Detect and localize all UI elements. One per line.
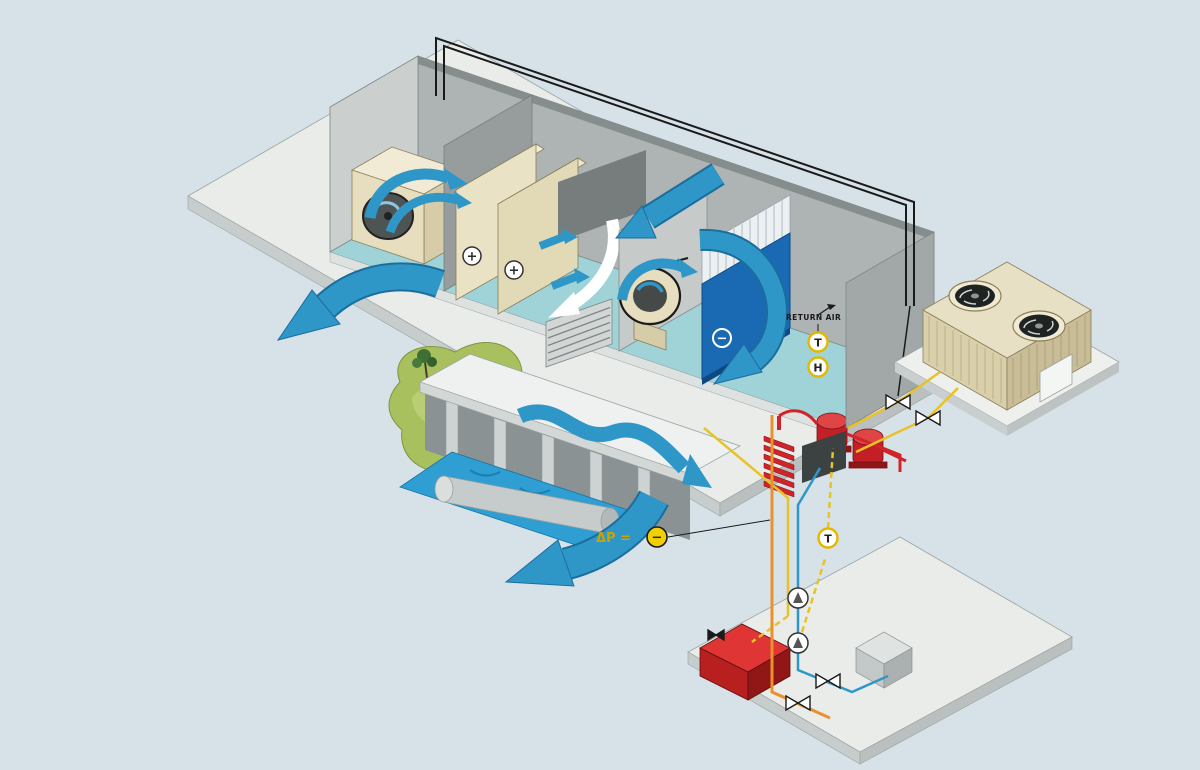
annotations: RETURN AIR T H T ΔP = − xyxy=(596,304,841,549)
differential-pressure-sensor: ΔP = − xyxy=(596,526,668,548)
red-pipes xyxy=(778,409,907,472)
coil-minus-badge xyxy=(712,328,732,348)
mixing-back-opening xyxy=(558,150,646,242)
fan-swirl xyxy=(636,281,664,293)
pump-red-2 xyxy=(848,428,888,469)
grille-fin-lines xyxy=(709,200,783,279)
room-interior-shadow xyxy=(425,392,690,540)
outdoor-air-arrow xyxy=(614,163,725,239)
louver-slats xyxy=(547,306,611,362)
room-supply-arrow xyxy=(516,404,712,488)
valve-icon xyxy=(815,672,841,690)
supply-air-arrow xyxy=(699,228,788,385)
svg-text:T: T xyxy=(814,337,822,350)
condenser-fins-left xyxy=(928,316,1002,403)
pump-symbol-2 xyxy=(787,632,809,654)
platform-edge-right xyxy=(859,636,1073,765)
filter-plus-sign-2: + xyxy=(509,264,520,279)
condenser-control-panel xyxy=(1039,353,1073,403)
mixing-airflow-arrow-head xyxy=(548,292,580,318)
ahu-back-wall-top-band xyxy=(418,56,934,240)
pump-symbols xyxy=(787,587,809,654)
filter-airflow-arrows xyxy=(538,228,590,290)
humidity-sensor-return-air: H xyxy=(807,356,829,378)
exhaust-air-arrow xyxy=(276,262,445,341)
duct-drop-line xyxy=(897,305,911,397)
yellow-dashed-riser xyxy=(800,555,828,633)
supply-duct-cylinder xyxy=(434,475,620,535)
return-air-duct xyxy=(435,36,915,538)
valve-icon xyxy=(785,694,811,712)
valves xyxy=(707,393,941,712)
condenser-fan-1 xyxy=(948,280,1002,312)
louver-damper xyxy=(545,298,613,368)
fan-pedestal xyxy=(633,319,667,351)
filter-plus-sign-1: + xyxy=(467,250,478,265)
valve-icon xyxy=(915,409,941,427)
return-air-label: RETURN AIR xyxy=(786,313,841,322)
svg-text:T: T xyxy=(824,533,832,546)
mixing-section xyxy=(545,150,646,368)
dp-label: ΔP = xyxy=(596,531,631,546)
valve-icon xyxy=(885,393,911,411)
pump-symbol-1 xyxy=(787,587,809,609)
temperature-sensor-water-loop: T xyxy=(817,527,839,549)
tree-icon xyxy=(412,349,437,379)
svg-text:H: H xyxy=(813,362,822,375)
supply-fan xyxy=(618,257,689,351)
filter-plus-badge-2 xyxy=(504,260,524,280)
condenser-platform-edge-left xyxy=(895,362,1007,436)
return-air-pointer xyxy=(817,304,836,316)
filter-plus-badge-1 xyxy=(462,246,482,266)
airflow-arrows xyxy=(276,163,788,587)
dp-minus-sign: − xyxy=(652,531,663,546)
dp-minus-badge xyxy=(646,526,668,548)
condenser-fan-2 xyxy=(1012,310,1066,342)
supply-shaft-opening xyxy=(802,431,846,483)
temperature-sensor-return-air: T xyxy=(807,331,829,353)
expansion-tank-box xyxy=(855,631,913,689)
supply-fan-arrow xyxy=(617,258,698,301)
valve-icon xyxy=(707,628,725,642)
coil-minus-sign: − xyxy=(717,332,728,347)
fan-discharge-arrows xyxy=(364,168,472,234)
air-handling-unit: + + xyxy=(329,55,935,498)
room-exit-arrow xyxy=(504,489,669,587)
mixing-airflow-arrow-body xyxy=(562,218,620,314)
condenser-platform-edge-right xyxy=(1007,362,1119,436)
dp-tap-line xyxy=(667,519,771,538)
